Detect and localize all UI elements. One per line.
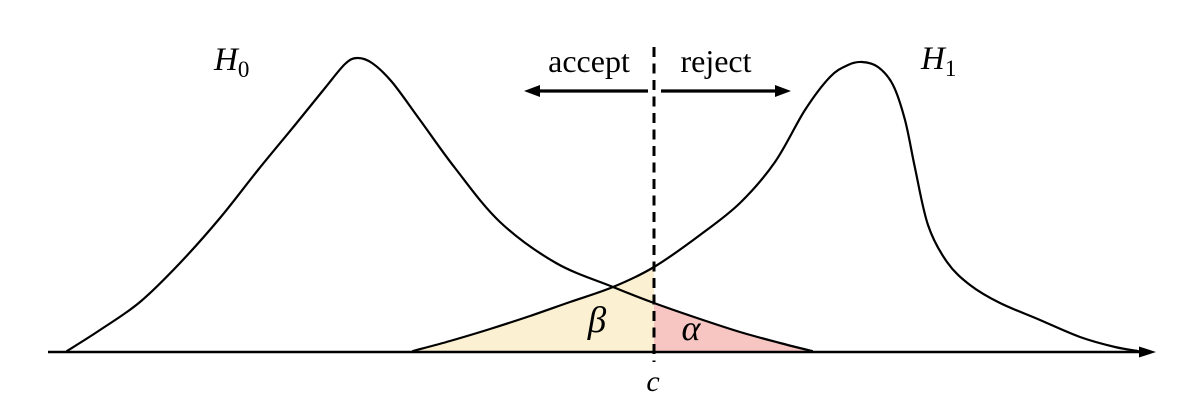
beta-label: β — [587, 300, 607, 341]
h0-distribution-curve — [65, 56, 814, 353]
alpha-error-region — [654, 303, 812, 351]
beta-error-region — [413, 267, 654, 351]
h1-label: H1 — [920, 41, 956, 81]
accept-arrowhead-icon — [524, 85, 540, 97]
h0-label: H0 — [213, 42, 249, 82]
critical-value-label: c — [646, 365, 659, 398]
h1-distribution-curve — [411, 60, 1140, 353]
alpha-label: α — [682, 308, 702, 348]
x-axis-arrowhead-icon — [1139, 346, 1156, 358]
accept-label: accept — [548, 43, 630, 79]
reject-arrowhead-icon — [775, 85, 791, 97]
reject-label: reject — [680, 43, 751, 79]
